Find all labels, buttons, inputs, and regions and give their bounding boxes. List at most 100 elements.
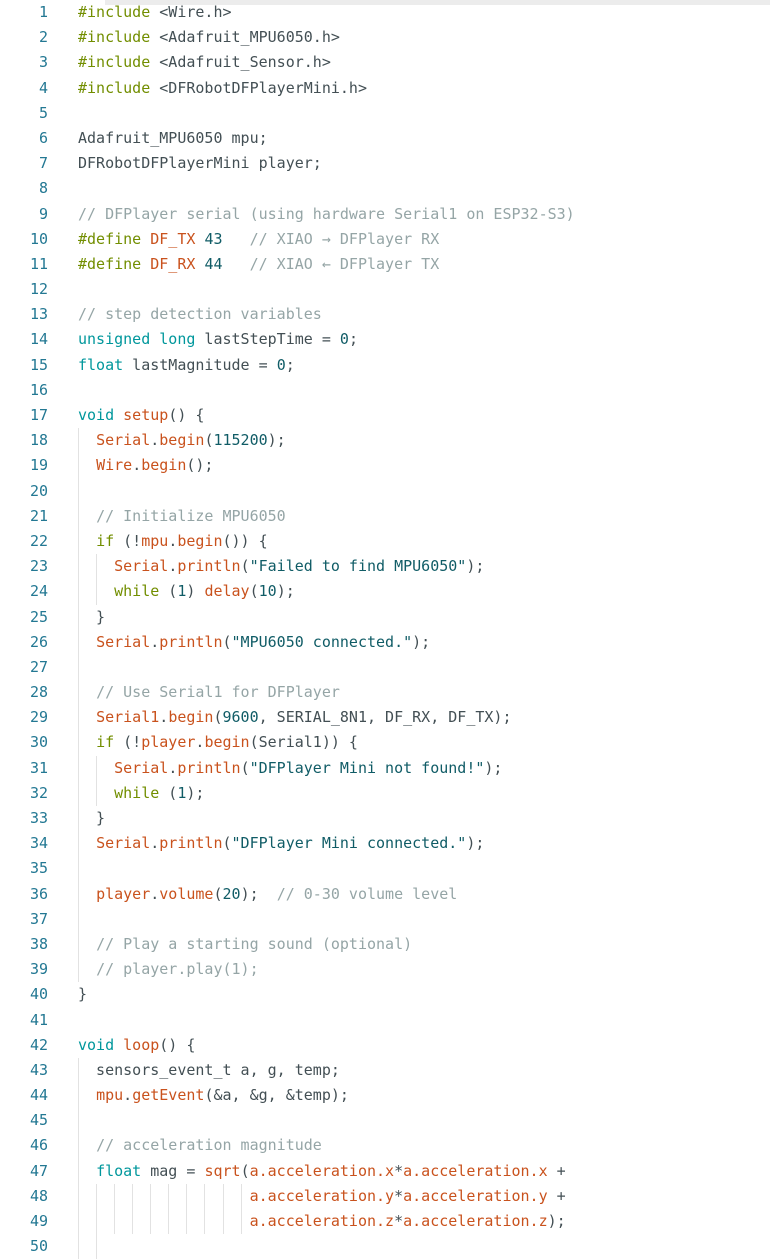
code-line[interactable]: 22 if (!mpu.begin()) {: [0, 528, 770, 555]
code-line[interactable]: 34 Serial.println("DFPlayer Mini connect…: [0, 831, 770, 857]
code-line[interactable]: 18 Serial.begin(115200);: [0, 428, 770, 454]
code-token-function: a.acceleration.y: [403, 1186, 548, 1205]
code-line[interactable]: 11#define DF_RX 44 // XIAO ← DFPlayer TX: [0, 252, 770, 277]
code-token-plain: .: [168, 758, 178, 777]
code-token-plain: [78, 582, 114, 600]
code-line[interactable]: 2#include <Adafruit_MPU6050.h>: [0, 25, 770, 50]
code-line[interactable]: 16: [0, 378, 770, 403]
code-line[interactable]: 37: [0, 906, 770, 932]
code-token-plain: .: [150, 884, 160, 903]
code-line[interactable]: 33 }: [0, 806, 770, 832]
code-token-literal: 115200: [213, 431, 268, 450]
code-line[interactable]: 29 Serial1.begin(9600, SERIAL_8N1, DF_RX…: [0, 705, 770, 731]
code-line[interactable]: 1#include <Wire.h>: [0, 0, 770, 25]
code-line[interactable]: 26 Serial.println("MPU6050 connected.");: [0, 629, 770, 655]
code-token-plain: .: [150, 431, 160, 450]
code-line[interactable]: 46 // acceleration magnitude: [0, 1133, 770, 1159]
code-token-literal: 0: [339, 330, 349, 349]
code-line-content: a.acceleration.z*a.acceleration.z);: [78, 1209, 566, 1234]
code-token-function: begin: [168, 708, 214, 727]
code-token-plain: (: [249, 582, 259, 601]
code-line-content: sensors_event_t a, g, temp;: [78, 1058, 340, 1083]
code-line[interactable]: 3#include <Adafruit_Sensor.h>: [0, 50, 770, 75]
code-line-content: }: [78, 982, 87, 1007]
code-line[interactable]: 40}: [0, 982, 770, 1007]
code-token-plain: [78, 431, 96, 449]
code-line-content: DFRobotDFPlayerMini player;: [78, 151, 322, 176]
code-line[interactable]: 24 while (1) delay(10);: [0, 579, 770, 605]
code-line[interactable]: 35: [0, 856, 770, 882]
indent-guide: [78, 755, 79, 781]
code-line[interactable]: 27: [0, 654, 770, 681]
code-token-comment: // player.play(1);: [96, 960, 259, 979]
line-number: 50: [29, 1237, 48, 1256]
code-token-plain: );: [484, 758, 503, 777]
code-line[interactable]: 13// step detection variables: [0, 302, 770, 327]
code-token-plain: [114, 1036, 123, 1054]
code-token-plain: );: [547, 1212, 566, 1230]
code-line-content: }: [78, 605, 105, 630]
code-line[interactable]: 47 float mag = sqrt(a.acceleration.x*a.a…: [0, 1158, 770, 1184]
line-number: 14: [29, 330, 48, 349]
code-line[interactable]: 25 }: [0, 604, 770, 630]
code-token-plain: sensors_event_t a, g, temp;: [78, 1060, 340, 1079]
code-line[interactable]: 12: [0, 277, 770, 302]
code-line[interactable]: 20: [0, 478, 770, 504]
indent-guide: [114, 1183, 116, 1209]
code-line[interactable]: 48 a.acceleration.y*a.acceleration.y +: [0, 1183, 770, 1209]
code-token-keyword: #include: [78, 28, 151, 47]
code-line[interactable]: 30 if (!player.begin(Serial1)) {: [0, 730, 770, 756]
code-line[interactable]: 43 sensors_event_t a, g, temp;: [0, 1057, 770, 1084]
code-line[interactable]: 39 // player.play(1);: [0, 957, 770, 983]
code-token-plain: (: [222, 834, 232, 853]
indent-guide: [78, 806, 79, 832]
code-line-content: #include <Adafruit_Sensor.h>: [78, 50, 331, 75]
code-line[interactable]: 21 // Initialize MPU6050: [0, 503, 770, 529]
code-token-plain: [78, 1162, 96, 1180]
code-token-plain: .: [123, 1086, 133, 1105]
code-token-plain: .: [195, 733, 205, 752]
code-line[interactable]: 38 // Play a starting sound (optional): [0, 931, 770, 958]
code-line[interactable]: 4#include <DFRobotDFPlayerMini.h>: [0, 76, 770, 101]
line-number: 35: [29, 859, 48, 878]
code-line[interactable]: 32 while (1);: [0, 780, 770, 806]
code-token-function: println: [177, 557, 241, 576]
code-token-literal: 0: [276, 355, 286, 374]
line-number: 18: [29, 431, 48, 450]
code-token-plain: .: [150, 834, 160, 853]
indent-guide: [132, 1209, 134, 1235]
code-line[interactable]: 10#define DF_TX 43 // XIAO → DFPlayer RX: [0, 227, 770, 252]
line-number: 43: [29, 1060, 48, 1079]
line-number: 48: [29, 1186, 48, 1205]
code-line[interactable]: 41: [0, 1008, 770, 1033]
line-number: 25: [29, 607, 48, 626]
code-line[interactable]: 9// DFPlayer serial (using hardware Seri…: [0, 202, 770, 227]
code-line[interactable]: 8: [0, 176, 770, 201]
code-line[interactable]: 44 mpu.getEvent(&a, &g, &temp);: [0, 1083, 770, 1109]
code-line[interactable]: 49 a.acceleration.z*a.acceleration.z);: [0, 1209, 770, 1235]
code-token-function: begin: [159, 431, 205, 450]
code-token-plain: (: [159, 783, 178, 802]
indent-guide: [78, 478, 79, 504]
code-line[interactable]: 45: [0, 1108, 770, 1134]
line-number: 24: [29, 582, 48, 601]
indent-guide: [78, 629, 79, 655]
code-line[interactable]: 23 Serial.println("Failed to find MPU605…: [0, 554, 770, 580]
indent-guide: [78, 856, 79, 882]
code-line[interactable]: 19 Wire.begin();: [0, 453, 770, 479]
code-token-function: Serial: [96, 431, 151, 450]
code-line[interactable]: 50: [0, 1234, 770, 1260]
code-line[interactable]: 28 // Use Serial1 for DFPlayer: [0, 680, 770, 706]
code-line-content: // step detection variables: [78, 302, 322, 327]
code-line[interactable]: 5: [0, 101, 770, 126]
code-line[interactable]: 31 Serial.println("DFPlayer Mini not fou…: [0, 755, 770, 781]
code-token-plain: [78, 557, 114, 575]
code-token-function: a.acceleration.z: [249, 1212, 395, 1230]
code-line[interactable]: 36 player.volume(20); // 0-30 volume lev…: [0, 881, 770, 907]
